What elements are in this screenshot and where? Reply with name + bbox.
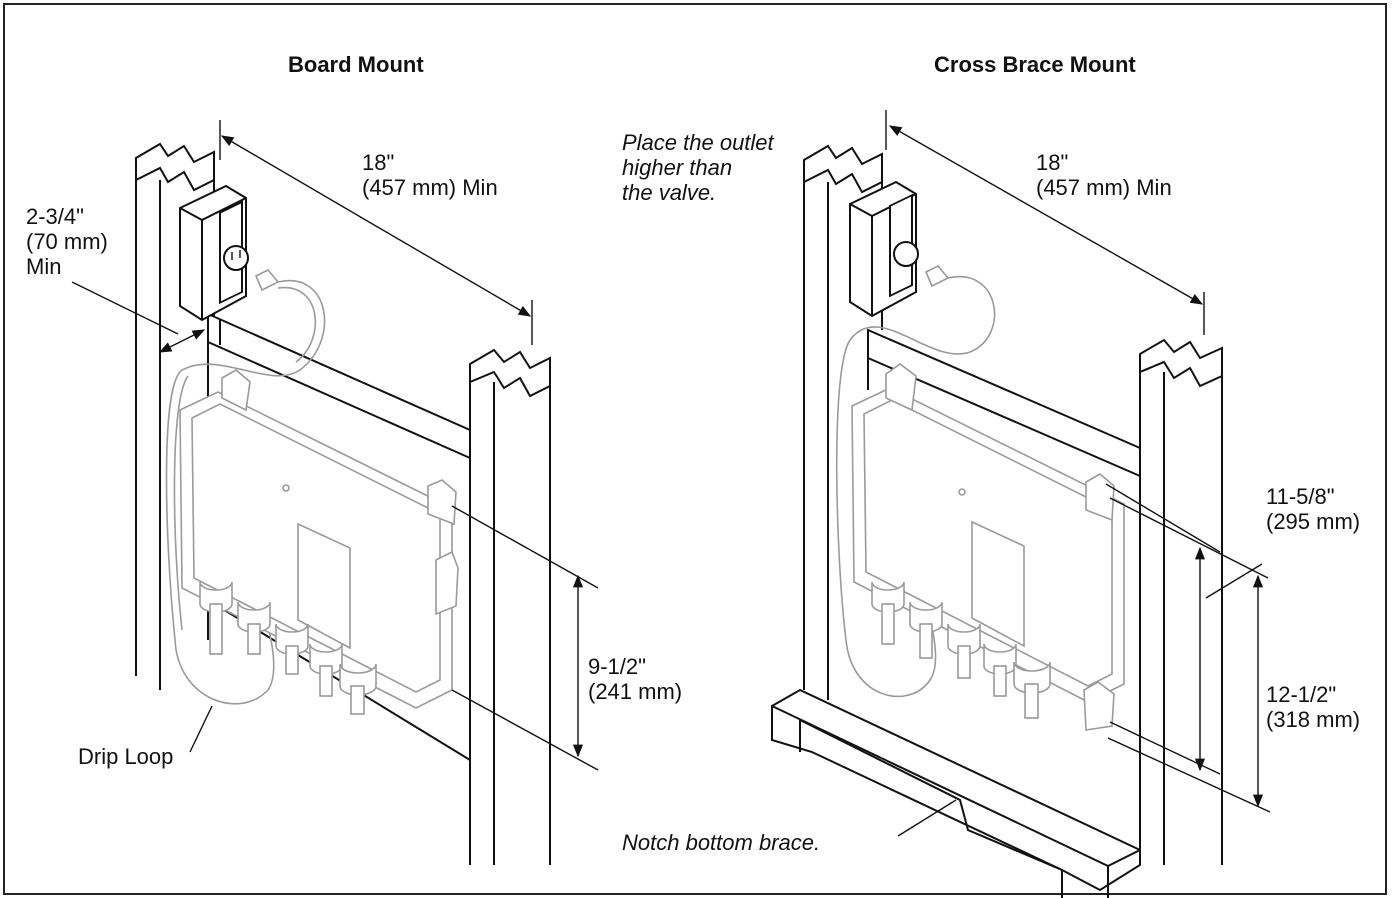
left-height-dimension-label: 9-1/2" (241 mm) — [588, 654, 683, 704]
board-mount-title: Board Mount — [288, 52, 424, 77]
right-width-dimension-label: 18" (457 mm) Min — [1036, 150, 1172, 200]
right-top-brace — [867, 328, 1141, 478]
drip-loop-label: Drip Loop — [78, 744, 174, 769]
left-dimension-lines — [71, 120, 599, 771]
diagram-frame — [3, 3, 1387, 895]
right-dimension-a-label: 11-5/8" (295 mm) — [1266, 484, 1361, 534]
right-outlet-box — [849, 180, 919, 318]
notched-bottom-brace — [771, 688, 1141, 898]
right-dimension-b-label: 12-1/2" (318 mm) — [1266, 682, 1361, 732]
left-outlet-box — [179, 184, 249, 322]
outlet-placement-note: Place the outlet higher than the valve. — [622, 130, 774, 205]
right-dimension-lines — [885, 110, 1271, 837]
cross-brace-mount-title: Cross Brace Mount — [934, 52, 1136, 77]
notch-brace-note: Notch bottom brace. — [622, 830, 821, 855]
left-width-dimension-label: 18" (457 mm) Min — [362, 150, 498, 200]
right-valve-body — [851, 363, 1125, 731]
left-valve-body — [179, 369, 459, 715]
left-depth-dimension-label: 2-3/4" (70 mm) Min — [26, 204, 108, 279]
